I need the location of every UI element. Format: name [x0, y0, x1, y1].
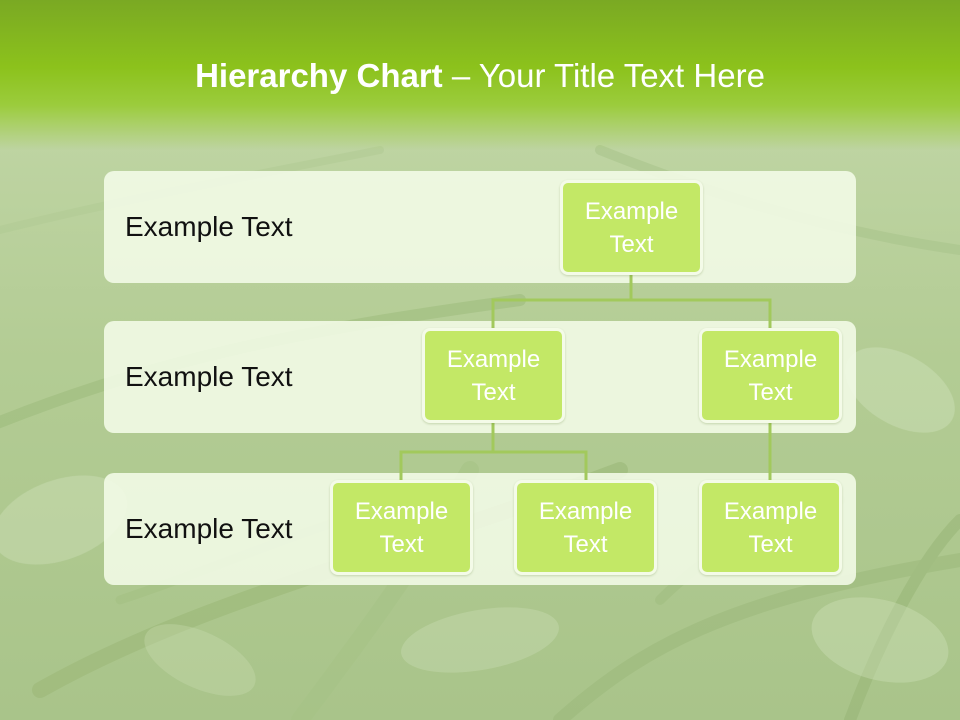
org-node-leaf-1[interactable]: Example Text [330, 480, 473, 575]
org-node-leaf-3-text: Example Text [723, 497, 818, 558]
org-node-leaf-1-text: Example Text [354, 497, 449, 558]
org-node-root-text: Example Text [584, 197, 679, 258]
title-bar [0, 0, 960, 150]
title-rest: Your Title Text Here [478, 57, 765, 94]
level-band-1: Example Text [104, 171, 856, 283]
slide-title: Hierarchy Chart – Your Title Text Here [0, 52, 960, 100]
org-node-leaf-3[interactable]: Example Text [699, 480, 842, 575]
level-label-1: Example Text [125, 211, 293, 242]
level-label-2: Example Text [125, 361, 293, 392]
org-node-leaf-2[interactable]: Example Text [514, 480, 657, 575]
org-node-leaf-2-text: Example Text [538, 497, 633, 558]
org-node-mid-left-text: Example Text [446, 345, 541, 406]
org-node-root[interactable]: Example Text [560, 180, 703, 275]
org-node-mid-right-text: Example Text [723, 345, 818, 406]
title-bold-part: Hierarchy Chart [195, 57, 443, 94]
org-node-mid-right[interactable]: Example Text [699, 328, 842, 423]
org-node-mid-left[interactable]: Example Text [422, 328, 565, 423]
level-label-3: Example Text [125, 513, 293, 544]
title-dash: – [442, 57, 479, 94]
